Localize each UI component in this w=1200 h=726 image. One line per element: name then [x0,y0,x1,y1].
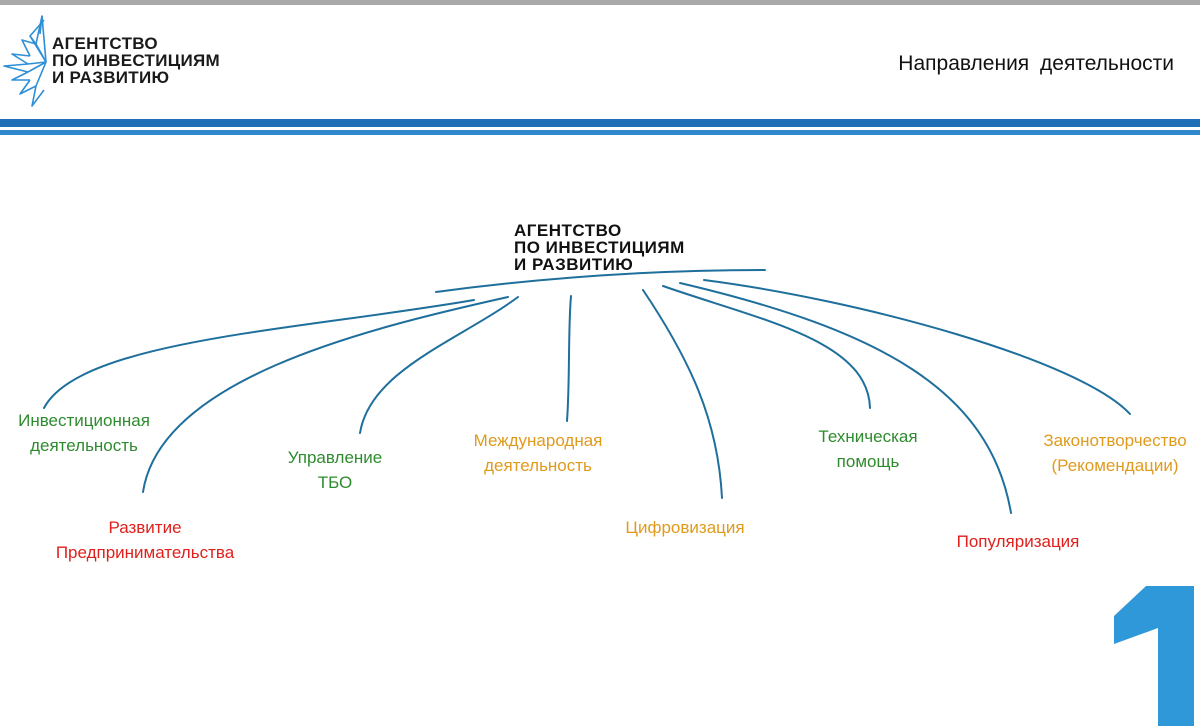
node-international-line-1: Международная [473,431,603,450]
node-popularization: Популяризация [940,529,1096,554]
node-popularization-line-1: Популяризация [956,532,1080,551]
logo-line-3: И РАЗВИТИЮ [52,68,170,87]
page-title: Направления деятельности [898,52,1174,75]
node-tbo: Управление ТБО [270,445,400,495]
logo-line-1: АГЕНТСТВО [52,34,158,53]
connector-digitalization [642,289,723,499]
center-line-3: И РАЗВИТИЮ [514,255,634,274]
agency-emblem-icon [3,15,47,107]
node-international: Международная деятельность [458,428,618,478]
node-entrepreneurship-line-2: Предпринимательства [55,543,235,562]
connector-entrepreneurship [142,296,509,493]
connector-popularization [679,282,1012,514]
center-line-2: ПО ИНВЕСТИЦИЯМ [514,238,685,257]
connector-technical [662,285,871,409]
node-lawmaking: Законотворчество (Рекомендации) [1030,428,1200,478]
connector-tbo [359,296,519,434]
center-line-1: АГЕНТСТВО [514,221,622,240]
node-technical-line-1: Техническая [818,427,918,446]
node-investment-line-1: Инвестиционная [18,411,150,430]
connector-international [566,295,572,422]
node-digitalization: Цифровизация [610,515,760,540]
header-stripe-secondary [0,130,1200,135]
node-investment-line-2: деятельность [30,436,138,455]
node-entrepreneurship-line-1: Развитие [108,518,182,537]
slide-number: 1 [1114,586,1194,726]
connector-investment [43,299,475,409]
connector-lawmaking [703,279,1131,415]
node-technical: Техническая помощь [800,424,936,474]
agency-logo: АГЕНТСТВО ПО ИНВЕСТИЦИЯМ И РАЗВИТИЮ [0,14,260,114]
node-entrepreneurship: Развитие Предпринимательства [30,515,260,565]
node-lawmaking-line-2: (Рекомендации) [1051,456,1179,475]
node-digitalization-line-1: Цифровизация [625,518,745,537]
logo-text: АГЕНТСТВО ПО ИНВЕСТИЦИЯМ И РАЗВИТИЮ [52,35,220,86]
logo-line-2: ПО ИНВЕСТИЦИЯМ [52,51,220,70]
node-investment: Инвестиционная деятельность [6,408,162,458]
node-lawmaking-line-1: Законотворчество [1043,431,1187,450]
connector-header-underline [435,269,766,293]
diagram-center-title: АГЕНТСТВО ПО ИНВЕСТИЦИЯМ И РАЗВИТИЮ [514,222,685,273]
node-tbo-line-2: ТБО [317,473,353,492]
node-international-line-2: деятельность [484,456,592,475]
top-border [0,0,1200,5]
node-tbo-line-1: Управление [287,448,383,467]
header-stripe-primary [0,119,1200,127]
node-technical-line-2: помощь [836,452,900,471]
